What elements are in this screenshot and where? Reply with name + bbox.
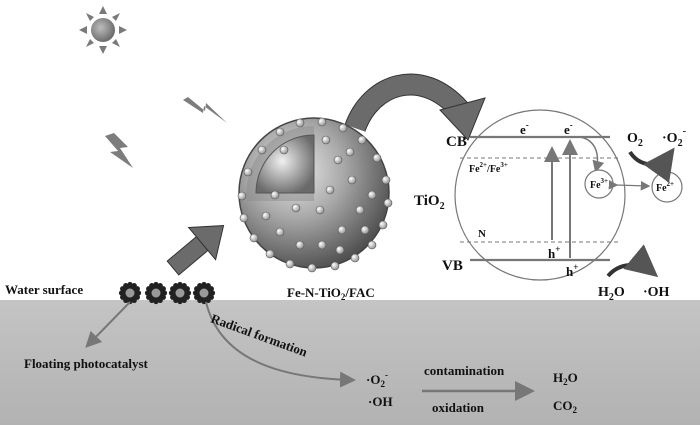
nanoparticle-dot	[381, 175, 391, 185]
nanoparticle-dot	[345, 147, 355, 157]
nanoparticle-dot	[315, 205, 325, 215]
fe-level-label: Fe2+/Fe3+	[469, 161, 508, 175]
catalyst-name-label: Fe-N-TiO2/FAC	[287, 285, 375, 302]
nanoparticle-dot	[279, 145, 289, 155]
nanoparticle-dot	[237, 191, 247, 201]
nanoparticle-dot	[275, 227, 285, 237]
nanoparticle-dot	[357, 135, 367, 145]
o2-reduction-arrow	[628, 147, 675, 183]
nanoparticle-dot	[330, 261, 340, 271]
o2-label: O2	[627, 131, 643, 149]
electron-label: e-	[564, 120, 573, 137]
nanoparticle-dot	[360, 225, 370, 235]
h2o-oxidation-arrow	[606, 244, 659, 278]
h2o-label: H2O	[598, 285, 625, 303]
arrow-floating	[85, 301, 131, 348]
nanoparticle-dot	[317, 117, 327, 127]
radical-oh-label: ·OH	[368, 394, 393, 409]
vb-label: VB	[442, 258, 463, 274]
curved-arrow-icon	[344, 73, 486, 141]
nanoparticle-dot	[243, 167, 253, 177]
nanoparticle-dot	[338, 123, 348, 133]
nanoparticle-dot	[337, 225, 347, 235]
nanoparticle-dot	[378, 220, 388, 230]
o2-radical-label: ·O2-	[662, 126, 686, 149]
nanoparticle-dot	[347, 175, 357, 185]
nanoparticle-dot	[367, 240, 377, 250]
nanoparticle-dot	[295, 240, 305, 250]
nanoparticle-dot	[265, 249, 275, 259]
nanoparticle-dot	[285, 259, 295, 269]
nanoparticle-dot	[275, 127, 285, 137]
radical-o2-label: ·O2-	[366, 370, 388, 389]
water-surface-label: Water surface	[5, 282, 83, 297]
nanoparticle-dot	[335, 245, 345, 255]
fe3-label: Fe3+	[590, 177, 608, 191]
nanoparticle-dot	[295, 118, 305, 128]
catalyst-sphere	[237, 117, 393, 273]
nanoparticle-dot	[239, 213, 249, 223]
oxidation-label: oxidation	[432, 400, 485, 415]
nanoparticle-dot	[261, 211, 271, 221]
fe-redox-arrow	[608, 179, 651, 191]
photocatalyst-gear-icon	[192, 281, 216, 305]
nanoparticle-dot	[383, 198, 393, 208]
radical-formation-arrow	[205, 301, 356, 388]
nanoparticle-dot	[325, 185, 335, 195]
photocatalyst-gear-icon	[118, 281, 142, 305]
nanoparticle-dot	[249, 233, 259, 243]
band-diagram: e- e- h+ h+ Fe2+/Fe3+ N Fe3+ Fe2+	[454, 109, 683, 281]
floating-photocatalyst-particles	[118, 281, 216, 305]
electron-label: e-	[520, 120, 529, 137]
electron-transfer-arrow	[579, 136, 605, 173]
photocatalyst-gear-icon	[144, 281, 168, 305]
nanoparticle-dot	[307, 263, 317, 273]
lightning-icon	[105, 133, 133, 168]
nanoparticle-dot	[317, 240, 327, 250]
nanoparticle-dot	[355, 205, 365, 215]
photocatalyst-gear-icon	[168, 281, 192, 305]
nanoparticle-dot	[291, 203, 301, 213]
fe2-label: Fe2+	[656, 180, 674, 194]
nanoparticle-dot	[333, 155, 343, 165]
hole-label: h+	[548, 244, 560, 261]
lightning-icon	[183, 97, 227, 123]
oh-radical-label: ·OH	[643, 285, 670, 300]
water-body	[0, 300, 700, 425]
n-level-label: N	[478, 228, 486, 240]
nanoparticle-dot	[321, 135, 331, 145]
nanoparticle-dot	[350, 253, 360, 263]
product-h2o-label: H2O	[553, 370, 578, 387]
nanoparticle-dot	[367, 190, 377, 200]
sun-icon	[79, 6, 127, 54]
floating-label: Floating photocatalyst	[24, 356, 149, 371]
hole-label: h+	[566, 262, 578, 279]
product-co2-label: CO2	[553, 398, 578, 415]
nanoparticle-dot	[372, 153, 382, 163]
nanoparticle-dot	[257, 145, 267, 155]
cb-label: CB	[446, 134, 467, 150]
light-arrow-icon	[166, 225, 225, 276]
nanoparticle-dot	[270, 190, 280, 200]
contamination-label: contamination	[424, 363, 505, 378]
tio2-label: TiO2	[414, 193, 445, 212]
